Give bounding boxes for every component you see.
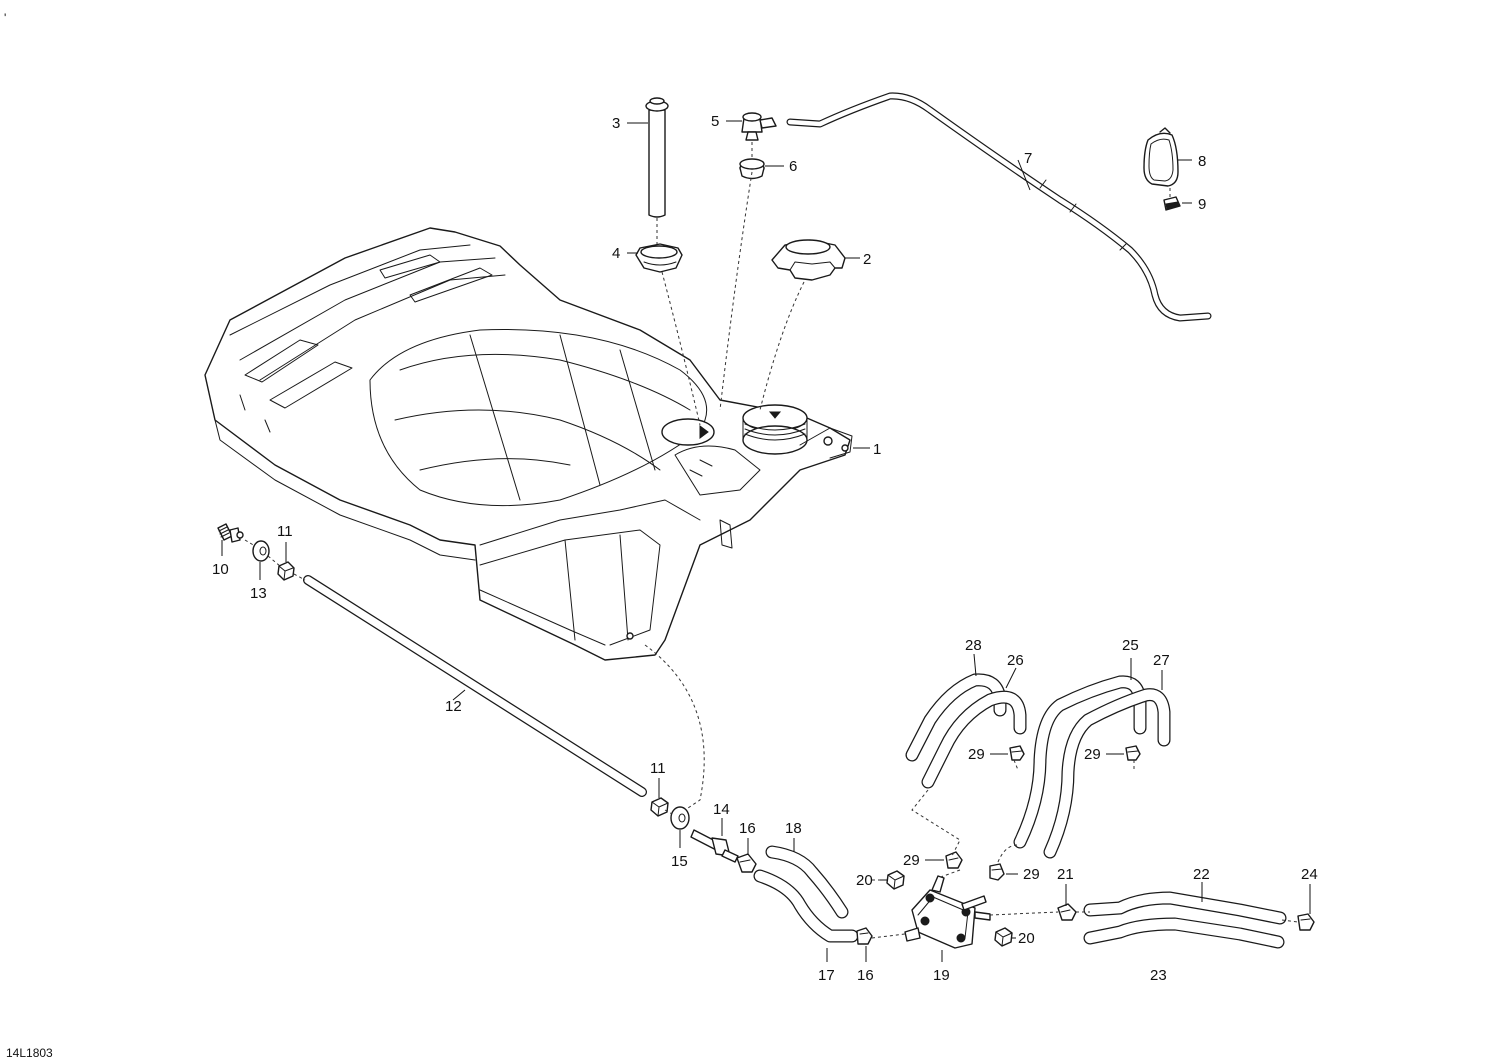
callout-18: 18 <box>785 820 802 837</box>
hose-25 <box>1013 675 1147 849</box>
callout-29-d: 29 <box>1023 866 1040 883</box>
callout-6: 6 <box>789 158 797 175</box>
callout-20-upper: 20 <box>856 872 873 889</box>
clamp-24 <box>1297 913 1315 931</box>
clamp-29-d <box>989 863 1005 881</box>
corner-mark: ' <box>4 11 6 25</box>
callout-23: 23 <box>1150 967 1167 984</box>
clip <box>1163 196 1181 211</box>
assembly-lines <box>244 142 1299 939</box>
callout-24: 24 <box>1301 866 1318 883</box>
gauge-tube <box>645 97 669 218</box>
outlet-fitting <box>690 829 739 863</box>
hose-18 <box>765 845 849 919</box>
clamp-29-a <box>1009 745 1025 761</box>
hose-17 <box>753 869 859 943</box>
vent-valve <box>741 112 777 141</box>
callout-1: 1 <box>873 441 881 458</box>
vent-hose <box>786 92 1212 322</box>
nut-lower <box>650 797 669 817</box>
callout-16-lower: 16 <box>857 967 874 984</box>
hose-23 <box>1083 917 1285 949</box>
callout-5: 5 <box>711 113 719 130</box>
filler-cap <box>771 239 846 281</box>
clamp-29-c <box>945 851 963 869</box>
nut-20-upper <box>886 870 905 890</box>
clamp-lower <box>856 927 873 945</box>
callout-27: 27 <box>1153 652 1170 669</box>
callout-25: 25 <box>1122 637 1139 654</box>
callout-11-upper: 11 <box>277 523 293 540</box>
clamp-upper <box>736 853 757 873</box>
fitting <box>217 523 244 543</box>
callout-26: 26 <box>1007 652 1024 669</box>
callout-labels: 1 2 3 4 5 6 7 8 9 10 11 12 13 11 14 15 1… <box>212 113 1318 984</box>
callout-8: 8 <box>1198 153 1206 170</box>
callout-15: 15 <box>671 853 688 870</box>
callout-14: 14 <box>713 801 730 818</box>
washer-lower <box>670 806 690 830</box>
callout-3: 3 <box>612 115 620 132</box>
callout-19: 19 <box>933 967 950 984</box>
nut-upper <box>277 561 295 581</box>
clamp-21 <box>1057 903 1077 921</box>
fuel-tank <box>204 227 853 661</box>
hose-22 <box>1083 891 1287 925</box>
callout-11-lower: 11 <box>650 760 666 777</box>
fuel-filter <box>904 875 991 949</box>
callout-16-upper: 16 <box>739 820 756 837</box>
callout-29-a: 29 <box>968 746 985 763</box>
grommet <box>739 158 765 180</box>
clamp-29-b <box>1125 745 1141 761</box>
callout-leaders <box>221 120 1311 962</box>
callout-20-lower: 20 <box>1018 930 1035 947</box>
washer-upper <box>252 540 270 562</box>
hose-28 <box>905 673 1007 762</box>
callout-28: 28 <box>965 637 982 654</box>
callout-7: 7 <box>1024 150 1032 167</box>
gasket <box>1143 127 1179 187</box>
locking-ring <box>635 243 683 273</box>
drain-rod <box>303 575 647 797</box>
callout-29-c: 29 <box>903 852 920 869</box>
callout-22: 22 <box>1193 866 1210 883</box>
callout-2: 2 <box>863 251 871 268</box>
callout-29-b: 29 <box>1084 746 1101 763</box>
drawing-code: 14L1803 <box>6 1046 53 1060</box>
callout-17: 17 <box>818 967 835 984</box>
nut-20-lower <box>994 927 1013 947</box>
callout-12: 12 <box>445 698 462 715</box>
callout-13: 13 <box>250 585 267 602</box>
hose-27 <box>1043 688 1171 859</box>
callout-21: 21 <box>1057 866 1074 883</box>
hose-26 <box>921 690 1027 789</box>
callout-10: 10 <box>212 561 229 578</box>
callout-9: 9 <box>1198 196 1206 213</box>
callout-4: 4 <box>612 245 620 262</box>
